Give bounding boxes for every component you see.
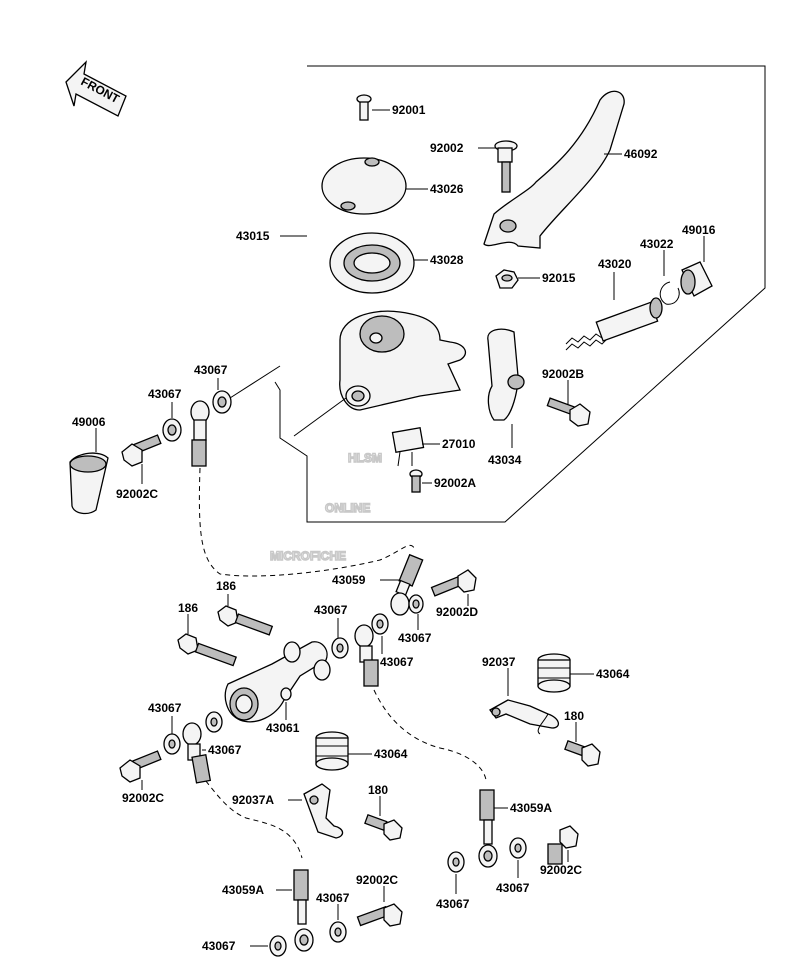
label-49016: 49016: [682, 223, 716, 237]
label-43015: 43015: [236, 229, 270, 243]
label-43067-6: 43067: [148, 701, 182, 715]
piston-kit-43020: [565, 297, 663, 351]
label-92002b: 92002B: [542, 367, 584, 381]
boot-49006: [69, 452, 109, 515]
label-43064-2: 43064: [374, 747, 408, 761]
label-46092: 46092: [624, 147, 658, 161]
label-186-2: 186: [178, 601, 198, 615]
label-43067-7: 43067: [208, 743, 242, 757]
watermark-line2: ONLINE: [325, 501, 370, 515]
label-92002-a: 92002: [430, 141, 464, 155]
circlip-43022: [659, 281, 680, 305]
washer-43067-center-1: [371, 613, 389, 635]
label-43059a-2: 43059A: [222, 883, 264, 897]
label-43067-8: 43067: [496, 881, 530, 895]
damper-43064-left: [315, 731, 349, 771]
bolt-92002c-right: [547, 825, 579, 865]
bolt-186-lower: [177, 633, 237, 667]
label-92002c-3: 92002C: [540, 863, 582, 877]
label-92002c-4: 92002C: [356, 873, 398, 887]
bolt-180-left: [364, 813, 403, 841]
label-43067-3: 43067: [314, 603, 348, 617]
hose-right: [373, 689, 487, 781]
banjo-fitting-left: [182, 722, 212, 784]
label-43067-1: 43067: [194, 363, 228, 377]
label-43059: 43059: [332, 573, 366, 587]
washer-43067-center-2: [408, 594, 424, 614]
switch-27010: [391, 426, 425, 467]
washer-43067-upper-1: [212, 390, 232, 414]
label-92002c-1: 92002C: [116, 487, 158, 501]
banjo-fitting-center: [354, 592, 410, 687]
label-43061: 43061: [266, 721, 300, 735]
label-92037a: 92037A: [232, 793, 274, 807]
bracket-92037a: [303, 783, 344, 839]
master-cylinder-body: [339, 310, 467, 411]
label-43067-10: 43067: [316, 891, 350, 905]
hose-fitting-43059: [395, 553, 424, 597]
label-92037: 92037: [482, 655, 516, 669]
label-92002a: 92002A: [434, 476, 476, 490]
label-92001: 92001: [392, 103, 426, 117]
diaphragm-43028: [329, 232, 415, 294]
nut-92015: [495, 269, 519, 289]
washer-43067-center-3: [331, 637, 349, 659]
washer-43067-upper-2: [162, 418, 182, 442]
label-43067-4: 43067: [398, 631, 432, 645]
label-43020: 43020: [598, 257, 632, 271]
label-43034: 43034: [488, 453, 522, 467]
watermark-line1: HLSM: [348, 451, 382, 465]
pivot-bolt-92002: [494, 140, 518, 193]
washer-43067-bottom-2: [329, 921, 347, 943]
bolt-92002d: [430, 569, 477, 597]
label-49006: 49006: [72, 415, 106, 429]
label-27010: 27010: [442, 437, 476, 451]
label-43067-9: 43067: [436, 897, 470, 911]
brake-lever-46092: [483, 90, 625, 249]
bolt-186-upper: [217, 605, 274, 636]
label-43022: 43022: [640, 237, 674, 251]
watermark: HLSM ONLINE MICROFICHE: [269, 450, 382, 563]
label-180-1: 180: [564, 709, 584, 723]
bolt-92002c-upper: [121, 434, 162, 467]
label-186-1: 186: [216, 579, 236, 593]
label-92002d: 92002D: [436, 605, 478, 619]
label-43059a-1: 43059A: [510, 801, 552, 815]
bracket-92037: [489, 699, 559, 735]
washer-43067-right-1: [447, 851, 465, 873]
label-43067-5: 43067: [380, 655, 414, 669]
label-43028: 43028: [430, 253, 464, 267]
assembly-frame: [274, 65, 766, 523]
clamp-43034: [487, 328, 525, 421]
washer-43067-right-2: [509, 837, 527, 859]
label-43064-1: 43064: [596, 667, 630, 681]
hose-upper: [198, 467, 415, 577]
washer-43067-bottom-1: [269, 935, 287, 957]
bolt-92002c-bottom: [356, 903, 403, 927]
banjo-fitting-upper: [190, 400, 210, 467]
bolt-92002b: [546, 397, 591, 427]
hose-fitting-43059a-left: [293, 869, 314, 952]
front-arrow-icon: FRONT: [65, 60, 127, 117]
label-43067-11: 43067: [202, 939, 236, 953]
damper-43064-right: [537, 653, 571, 693]
washer-43067-left-1: [163, 733, 181, 755]
hose-fitting-43059a-right: [478, 789, 498, 868]
label-43067-2: 43067: [148, 387, 182, 401]
reservoir-cap-43026: [321, 157, 407, 215]
label-92015: 92015: [542, 271, 576, 285]
screw-92001: [356, 94, 372, 121]
screw-92002a: [409, 469, 423, 493]
label-43026: 43026: [430, 182, 464, 196]
boot-49016: [680, 261, 713, 297]
watermark-line3: MICROFICHE: [270, 549, 346, 563]
label-180-2: 180: [368, 783, 388, 797]
bolt-92002c-left: [119, 750, 162, 783]
bolt-180-right: [564, 739, 601, 767]
washer-43067-left-2: [205, 711, 223, 733]
brake-joint-43061: [224, 641, 331, 723]
hose-left: [199, 773, 303, 859]
label-92002c-2: 92002C: [122, 791, 164, 805]
